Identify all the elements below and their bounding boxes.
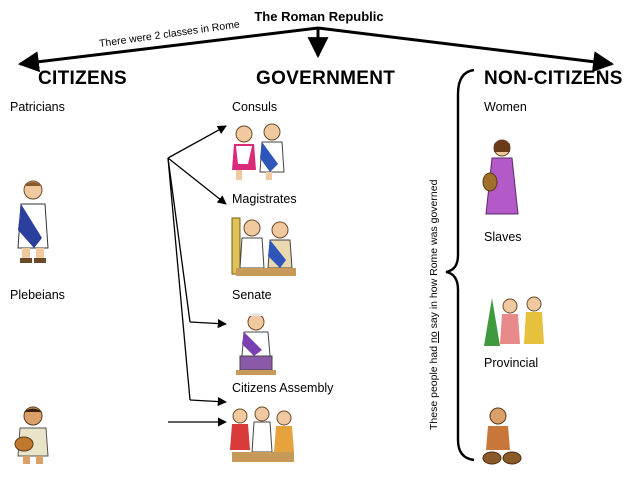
label-plebeians: Plebeians bbox=[10, 288, 65, 302]
arrow-to-magistrates bbox=[167, 157, 227, 205]
no-say-note: These people had no say in how Rome was … bbox=[428, 120, 440, 430]
non-citizens-brace bbox=[445, 68, 475, 462]
arrow-to-senate bbox=[189, 319, 227, 329]
slaves-illustration bbox=[484, 296, 544, 346]
citizens-assembly-illustration bbox=[230, 406, 294, 462]
senate-illustration bbox=[236, 313, 276, 375]
heading-non-citizens: NON-CITIZENS bbox=[484, 68, 623, 89]
heading-government: GOVERNMENT bbox=[256, 68, 396, 89]
no-say-note-emphasis: no bbox=[428, 331, 440, 344]
plebeian-illustration bbox=[14, 406, 49, 464]
label-consuls: Consuls bbox=[232, 100, 278, 114]
consuls-illustration bbox=[232, 123, 285, 180]
label-women: Women bbox=[484, 100, 527, 114]
patrician-illustration bbox=[17, 180, 49, 263]
label-magistrates: Magistrates bbox=[232, 192, 297, 206]
provincial-illustration bbox=[482, 407, 522, 465]
arrow-to-consuls bbox=[167, 125, 227, 159]
arrow-to-citizens-assembly bbox=[189, 397, 227, 407]
diagram-title: The Roman Republic bbox=[254, 9, 384, 24]
women-illustration bbox=[482, 139, 519, 215]
arrow-to-citizens bbox=[17, 26, 319, 73]
label-citizens-assembly: Citizens Assembly bbox=[232, 381, 334, 395]
no-say-note-after: say in how Rome was governed bbox=[428, 179, 440, 332]
label-senate: Senate bbox=[232, 288, 272, 302]
label-slaves: Slaves bbox=[484, 230, 522, 244]
label-patricians: Patricians bbox=[10, 100, 65, 114]
magistrates-illustration bbox=[231, 217, 296, 276]
arrow-to-non-citizens bbox=[317, 26, 615, 73]
heading-citizens: CITIZENS bbox=[38, 68, 127, 89]
no-say-note-before: These people had bbox=[428, 343, 440, 430]
label-provincial: Provincial bbox=[484, 356, 539, 370]
